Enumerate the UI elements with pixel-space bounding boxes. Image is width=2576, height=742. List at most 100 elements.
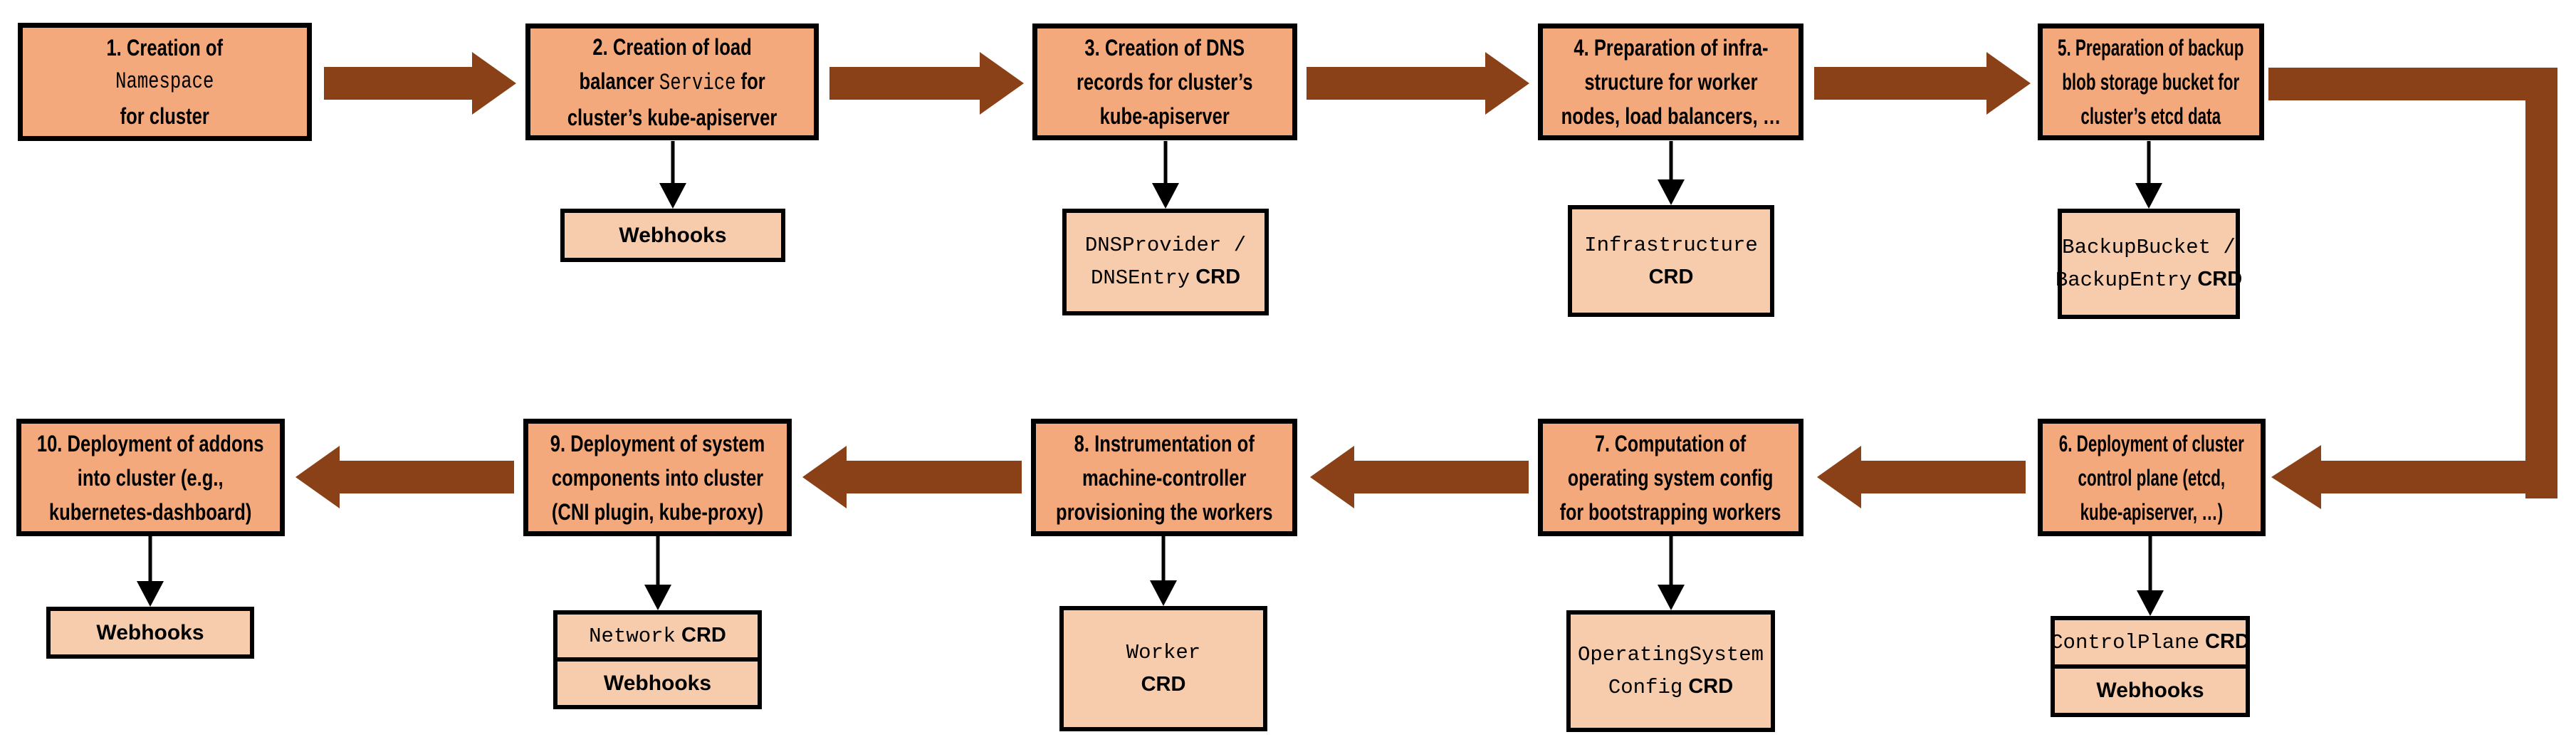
flow-arrow-6-to-7-icon	[1817, 446, 2026, 508]
webhooks-box-step2: Webhooks	[560, 209, 785, 262]
step-7-line-2: operating system config	[1568, 464, 1774, 491]
webhooks-label: Webhooks	[619, 223, 727, 247]
webhooks-box-step6: Webhooks	[2051, 664, 2250, 717]
step-2-line-3: cluster’s kube-apiserver	[567, 104, 777, 130]
step-box-8: 8. Instrumentation of machine-controller…	[1031, 419, 1297, 536]
dns-crd-line-2-mono: DNSEntry	[1090, 266, 1190, 290]
step-1-line-1: 1. Creation of	[106, 35, 224, 61]
step-8-line-2: machine-controller	[1082, 464, 1247, 491]
connector-step2-to-webhooks-icon	[659, 141, 686, 209]
step-box-9: 9. Deployment of system components into …	[523, 419, 792, 536]
backup-crd-line-1: BackupBucket /	[2062, 235, 2236, 259]
step-7-line-3: for bootstrapping workers	[1560, 498, 1781, 525]
dns-crd-line-2: DNSEntry CRD	[1091, 261, 1240, 294]
step-10-line-2: into cluster (e.g.,	[78, 464, 224, 491]
osc-crd-line-2: Config CRD	[1608, 671, 1733, 704]
connector-step5-to-backup-crd-icon	[2135, 141, 2162, 209]
step-5-text: 5. Preparation of backup blob storage bu…	[2058, 31, 2243, 133]
dns-crd-line-1: DNSProvider /	[1084, 234, 1247, 257]
step-3-line-2: records for cluster’s	[1077, 69, 1253, 95]
step-4-text: 4. Preparation of infra- structure for w…	[1561, 31, 1781, 133]
step-10-line-3: kubernetes-dashboard)	[49, 498, 252, 525]
connector-step3-to-dns-crd-icon	[1152, 141, 1179, 209]
step-9-line-1: 9. Deployment of system	[550, 430, 765, 456]
step-5-line-2: blob storage bucket for	[2062, 69, 2240, 95]
step-4-line-3: nodes, load balancers, …	[1561, 103, 1781, 129]
step-7-line-1: 7. Computation of	[1595, 430, 1747, 456]
connector-step8-to-worker-crd-icon	[1150, 536, 1177, 606]
network-crd-line: Network CRD	[589, 620, 726, 652]
flow-arrow-1-to-2-icon	[324, 52, 516, 115]
flow-arrow-2-to-3-icon	[829, 52, 1024, 115]
row-connector-arrowhead-icon	[2271, 445, 2321, 509]
dns-crd-line-2-crd: CRD	[1190, 266, 1241, 288]
osc-crd-line-2-crd: CRD	[1682, 674, 1734, 698]
step-box-6: 6. Deployment of cluster control plane (…	[2038, 419, 2266, 536]
flow-arrow-4-to-5-icon	[1814, 52, 2031, 115]
step-6-text: 6. Deployment of cluster control plane (…	[2059, 427, 2244, 529]
step-2-line-1: 2. Creation of load	[592, 33, 752, 60]
step-4-line-1: 4. Preparation of infra-	[1573, 35, 1769, 61]
step-8-text: 8. Instrumentation of machine-controller…	[1056, 427, 1272, 529]
step-6-line-3: kube-apiserver, …)	[2080, 498, 2224, 525]
backup-crd-box: BackupBucket / BackupEntry CRD	[2055, 209, 2243, 319]
flow-arrow-8-to-9-icon	[802, 446, 1022, 508]
step-6-line-2: control plane (etcd,	[2078, 464, 2226, 491]
step-10-text: 10. Deployment of addons into cluster (e…	[37, 427, 264, 529]
step-2-line-2: balancer Service for	[567, 64, 777, 100]
step-9-text: 9. Deployment of system components into …	[550, 427, 765, 529]
step-2-line-2-pre: balancer	[579, 68, 659, 94]
step-8-line-1: 8. Instrumentation of	[1074, 430, 1255, 456]
osc-crd-line-2-mono: Config	[1608, 675, 1683, 699]
step-box-1: 1. Creation of Namespace for cluster	[18, 23, 312, 141]
step-3-text: 3. Creation of DNS records for cluster’s…	[1077, 31, 1253, 133]
step-1-line-2: Namespace	[115, 68, 214, 95]
step-8-line-3: provisioning the workers	[1055, 498, 1273, 525]
backup-crd-line-2-crd: CRD	[2192, 267, 2243, 291]
step-2-line-2-mono: Service	[659, 69, 736, 96]
step-6-line-1: 6. Deployment of cluster	[2058, 430, 2245, 456]
dns-crd-box: DNSProvider / DNSEntry CRD	[1062, 209, 1269, 315]
step-1-text: 1. Creation of Namespace for cluster	[107, 31, 224, 133]
backup-crd-line-2-mono: BackupEntry	[2055, 268, 2192, 292]
network-crd-mono: Network	[589, 625, 676, 648]
webhooks-label: Webhooks	[2096, 679, 2204, 702]
step-box-3: 3. Creation of DNS records for cluster’s…	[1032, 23, 1297, 140]
step-box-7: 7. Computation of operating system confi…	[1538, 419, 1803, 536]
step-box-4: 4. Preparation of infra- structure for w…	[1538, 23, 1803, 140]
connector-step4-to-infrastructure-crd-icon	[1658, 141, 1685, 205]
webhooks-box-step10: Webhooks	[46, 607, 254, 659]
infrastructure-crd-line-2: CRD	[1648, 265, 1694, 288]
step-9-line-3: (CNI plugin, kube-proxy)	[551, 498, 764, 525]
step-box-5: 5. Preparation of backup blob storage bu…	[2038, 23, 2264, 140]
flow-arrow-9-to-10-icon	[295, 446, 514, 508]
flow-arrow-3-to-4-icon	[1307, 52, 1529, 115]
connector-step9-to-network-crd-icon	[644, 536, 671, 610]
infrastructure-crd-line-1: Infrastructure	[1584, 233, 1758, 257]
controlplane-crd-line: ControlPlane CRD	[2051, 626, 2250, 659]
worker-crd-line-1: Worker	[1126, 641, 1201, 664]
step-4-line-2: structure for worker	[1583, 69, 1758, 95]
row-connector-bottom-bar-icon	[2318, 461, 2557, 493]
connector-step6-to-controlplane-crd-icon	[2137, 536, 2164, 616]
worker-crd-line-2: CRD	[1141, 673, 1186, 696]
step-10-line-1: 10. Deployment of addons	[37, 430, 264, 456]
controlplane-crd-box: ControlPlane CRD	[2051, 616, 2250, 669]
osc-crd-line-1: OperatingSystem	[1577, 642, 1764, 667]
step-2-text: 2. Creation of load balancer Service for…	[567, 30, 777, 135]
step-9-line-2: components into cluster	[551, 464, 764, 491]
webhooks-box-step9: Webhooks	[553, 657, 762, 709]
controlplane-crd-mono: ControlPlane	[2051, 631, 2199, 654]
step-3-line-3: kube-apiserver	[1099, 103, 1230, 129]
flow-arrow-7-to-8-icon	[1310, 446, 1529, 508]
connector-step10-to-webhooks-icon	[137, 536, 164, 607]
controlplane-crd-crd: CRD	[2199, 630, 2250, 653]
step-5-line-3: cluster’s etcd data	[2080, 103, 2221, 129]
worker-crd-box: Worker CRD	[1059, 606, 1267, 731]
network-crd-box: Network CRD	[553, 610, 762, 662]
osc-crd-box: OperatingSystem Config CRD	[1566, 610, 1775, 732]
row-connector-top-bar-icon	[2268, 68, 2557, 100]
network-crd-crd: CRD	[675, 624, 726, 647]
step-3-line-1: 3. Creation of DNS	[1084, 35, 1245, 61]
